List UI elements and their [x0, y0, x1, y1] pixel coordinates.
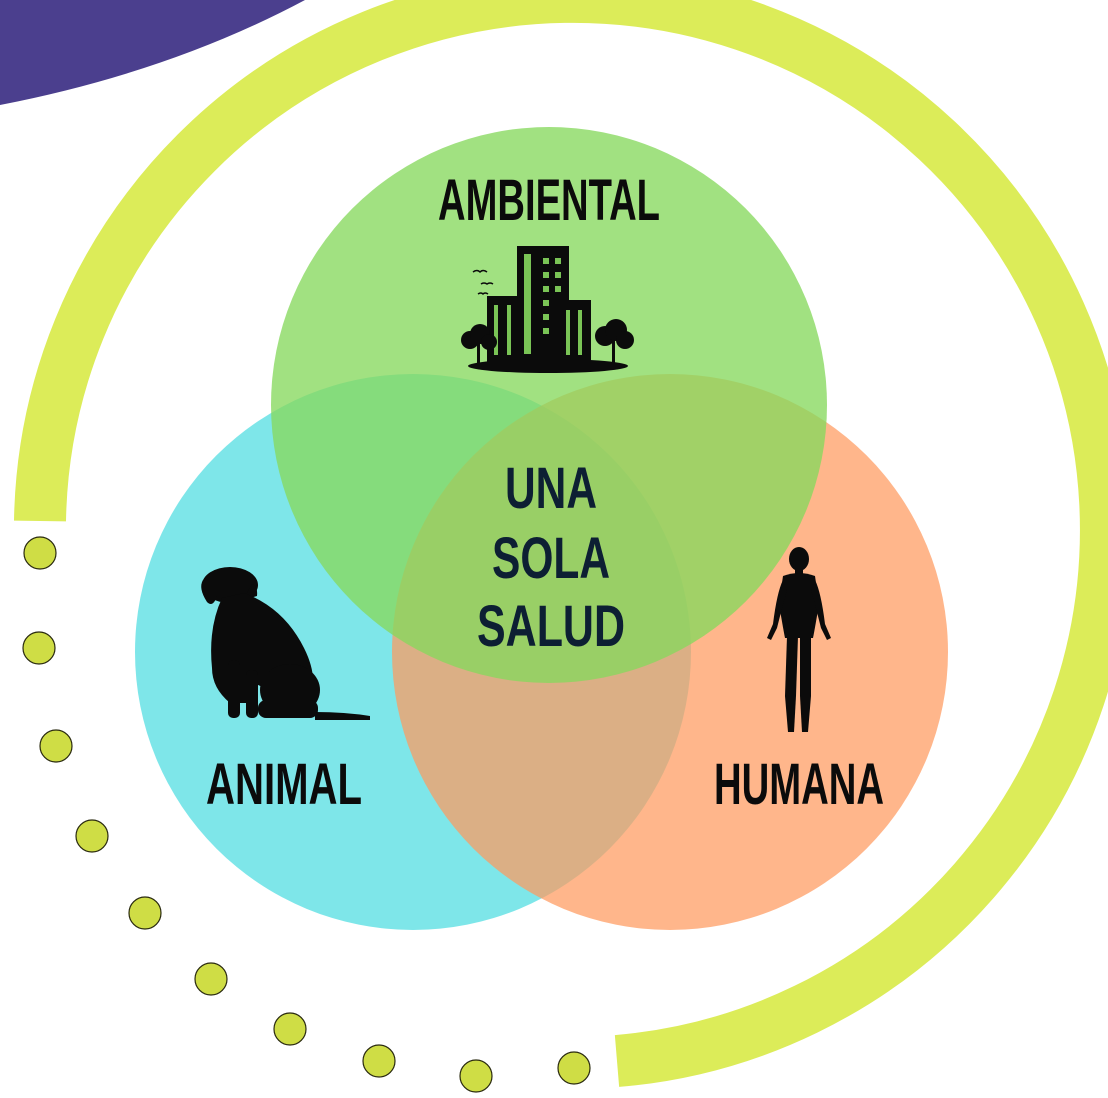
dotted-trail: [22, 536, 591, 1093]
trail-dot: [22, 631, 56, 665]
trail-dot: [128, 896, 162, 930]
center-line-3: SALUD: [477, 594, 625, 659]
human-figure-icon: [767, 547, 831, 732]
trail-dot: [23, 536, 57, 570]
animal-label: ANIMAL: [206, 752, 362, 817]
center-line-1: UNA: [505, 456, 597, 521]
city-buildings-icon: [461, 246, 634, 373]
corner-purple-shape: [0, 0, 305, 105]
environment-label: AMBIENTAL: [438, 168, 660, 233]
environment-circle: [271, 127, 827, 683]
outer-ring-arc: [14, 0, 1108, 1087]
trail-dot: [194, 962, 228, 996]
trail-dot: [557, 1051, 591, 1085]
trail-dot: [75, 819, 109, 853]
trail-dot: [39, 729, 73, 763]
trail-dot: [459, 1059, 493, 1093]
human-label: HUMANA: [714, 752, 884, 817]
trail-dot: [273, 1012, 307, 1046]
trail-dot: [362, 1044, 396, 1078]
center-line-2: SOLA: [492, 526, 610, 591]
dog-icon: [201, 567, 370, 720]
center-title: UNA SOLA SALUD: [477, 456, 625, 659]
